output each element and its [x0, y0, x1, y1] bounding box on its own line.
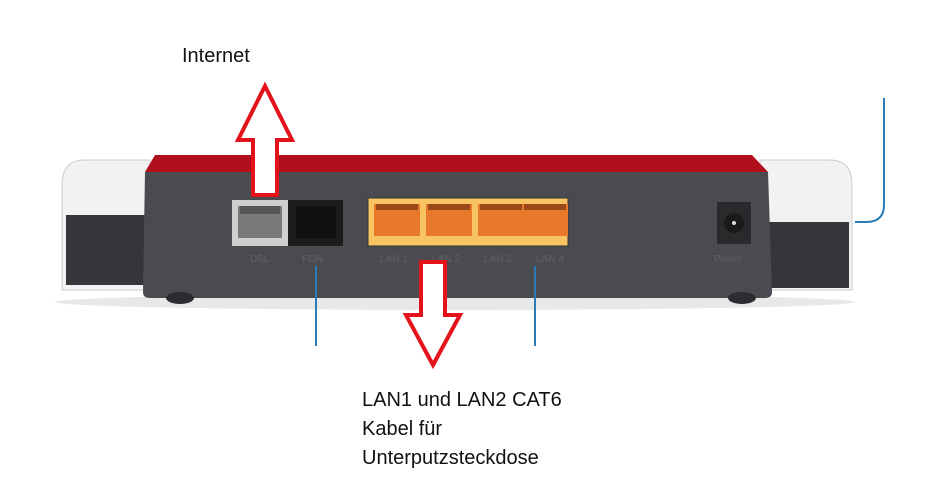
port-label-dsl: DSL — [250, 254, 270, 265]
port-label-lan3: LAN 3 — [484, 254, 512, 265]
dsl-port — [232, 200, 288, 246]
internet-label: Internet — [182, 45, 250, 67]
lan-caption-line-1: LAN1 und LAN2 CAT6 — [362, 389, 562, 411]
leader-lines — [315, 98, 885, 346]
internet-up-arrow-icon — [234, 81, 296, 197]
lan-port-block — [367, 197, 569, 247]
lan-caption-line-2: Kabel für — [362, 418, 443, 440]
power-jack — [717, 202, 751, 244]
port-label-lan4: LAN 4 — [536, 254, 564, 265]
left-end-cap — [61, 159, 151, 291]
port-label-fon: FON — [302, 254, 323, 265]
port-label-lan1: LAN 1 — [380, 254, 408, 265]
foot — [728, 292, 756, 304]
port-label-power: Power — [714, 254, 743, 265]
fon-port — [288, 200, 343, 246]
right-end-cap — [759, 159, 853, 291]
port-label-lan2: LAN 2 — [432, 254, 460, 265]
foot — [166, 292, 194, 304]
lan-caption-line-3: Unterputzsteckdose — [362, 447, 539, 469]
red-top-band — [145, 155, 768, 172]
lan-down-arrow-icon — [402, 260, 464, 370]
